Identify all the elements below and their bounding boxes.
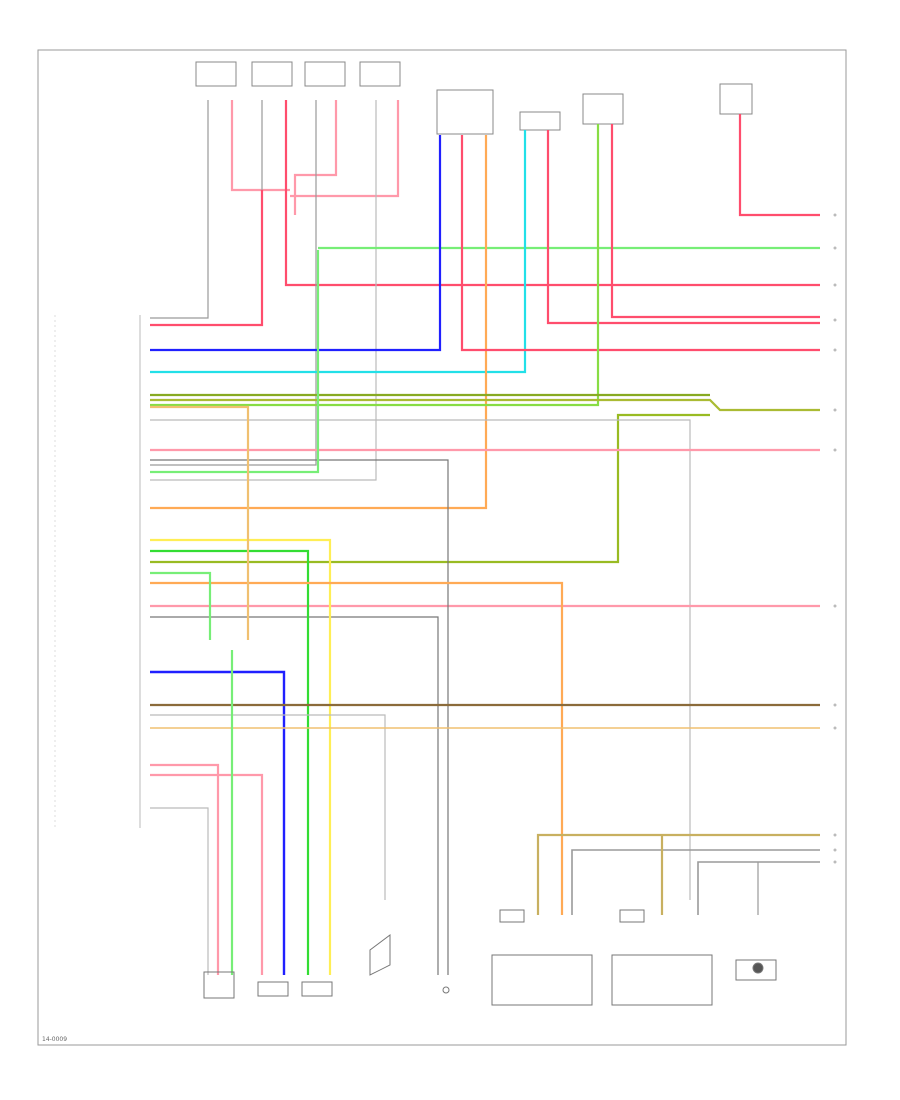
wire-gray-lower	[150, 807, 209, 975]
connector-br-2	[619, 909, 645, 923]
sensor-box-7	[582, 93, 624, 125]
wire-yellow-1	[150, 538, 332, 975]
wire-red-sensor-7	[610, 124, 820, 319]
terminal-marker	[833, 408, 837, 412]
wire-blue-2	[150, 670, 286, 975]
terminal-marker	[833, 703, 837, 707]
wire-gray-right-1	[571, 849, 820, 915]
wire-gray-sensor-3	[150, 100, 317, 466]
wire-red-sensor-5	[460, 135, 820, 352]
terminal-marker	[833, 726, 837, 730]
terminal-marker	[833, 318, 837, 322]
wire-gray-ecm-3	[150, 616, 439, 975]
ground-point-2	[752, 962, 764, 974]
wire-pink-ecm-1	[150, 190, 264, 327]
sensor-box-1	[195, 61, 237, 87]
wire-blue-1	[150, 135, 442, 352]
wire-orange-1	[150, 135, 488, 510]
wire-tan-1	[150, 405, 250, 640]
module-box-2	[611, 954, 713, 1006]
top-sensor-group	[195, 61, 753, 135]
bottom-components	[203, 909, 777, 1006]
sensor-box-4	[359, 61, 401, 87]
terminal-marker	[833, 833, 837, 837]
right-terminal-markers	[833, 213, 837, 864]
wire-red-sensor-6	[546, 130, 820, 325]
wire-paths	[150, 100, 820, 975]
module-box-3	[735, 959, 777, 981]
sensor-box-2	[251, 61, 293, 87]
terminal-marker	[833, 860, 837, 864]
wire-green-sensor-7	[150, 124, 600, 407]
wire-gray-ecm-2	[150, 459, 449, 975]
terminal-marker	[833, 448, 837, 452]
switch-box	[719, 83, 753, 115]
wire-gray-horiz	[150, 714, 386, 900]
ground-point-1	[442, 986, 450, 994]
sensor-box-3	[304, 61, 346, 87]
terminal-marker	[833, 604, 837, 608]
footer-code: 14-0009	[42, 1036, 67, 1043]
wire-red-lower-2	[150, 773, 264, 975]
sensor-box-6	[519, 111, 561, 131]
wire-red-sensor-4	[290, 100, 400, 198]
wire-orange-2	[150, 581, 564, 915]
wire-gray-right-2	[697, 861, 820, 915]
sensor-box-bl-2	[257, 981, 289, 997]
wire-brngrn-3	[150, 413, 710, 564]
diagram-frame	[37, 49, 847, 1046]
sensor-box-5	[436, 89, 494, 135]
wire-tan-right	[536, 833, 820, 915]
wire-gray-sensor-4	[150, 100, 377, 481]
wire-red-switch	[738, 114, 820, 217]
wire-gray-ecm-1	[150, 419, 691, 900]
wire-green-1	[150, 549, 310, 975]
wire-red-sensor-1	[230, 100, 290, 192]
terminal-marker	[833, 283, 837, 287]
terminal-marker	[833, 848, 837, 852]
terminal-marker	[833, 246, 837, 250]
sensor-box-bl-1	[203, 971, 235, 999]
sensor-box-bl-3	[301, 981, 333, 997]
wire-red-sensor-2	[284, 100, 820, 287]
ecm-connector	[54, 315, 141, 830]
wire-red-lower-1	[150, 763, 220, 975]
module-box-1	[491, 954, 593, 1006]
terminal-marker	[833, 213, 837, 217]
terminal-marker	[833, 348, 837, 352]
wire-lt-blue	[150, 130, 527, 374]
wire-brngrn-2	[150, 398, 820, 412]
wire-gray-sensor-1	[150, 100, 209, 319]
wire-lt-green-ecm	[150, 250, 320, 474]
connector-br-1	[499, 909, 525, 923]
switch-symbol-bl	[369, 934, 391, 976]
wire-lt-green-2	[150, 571, 212, 640]
